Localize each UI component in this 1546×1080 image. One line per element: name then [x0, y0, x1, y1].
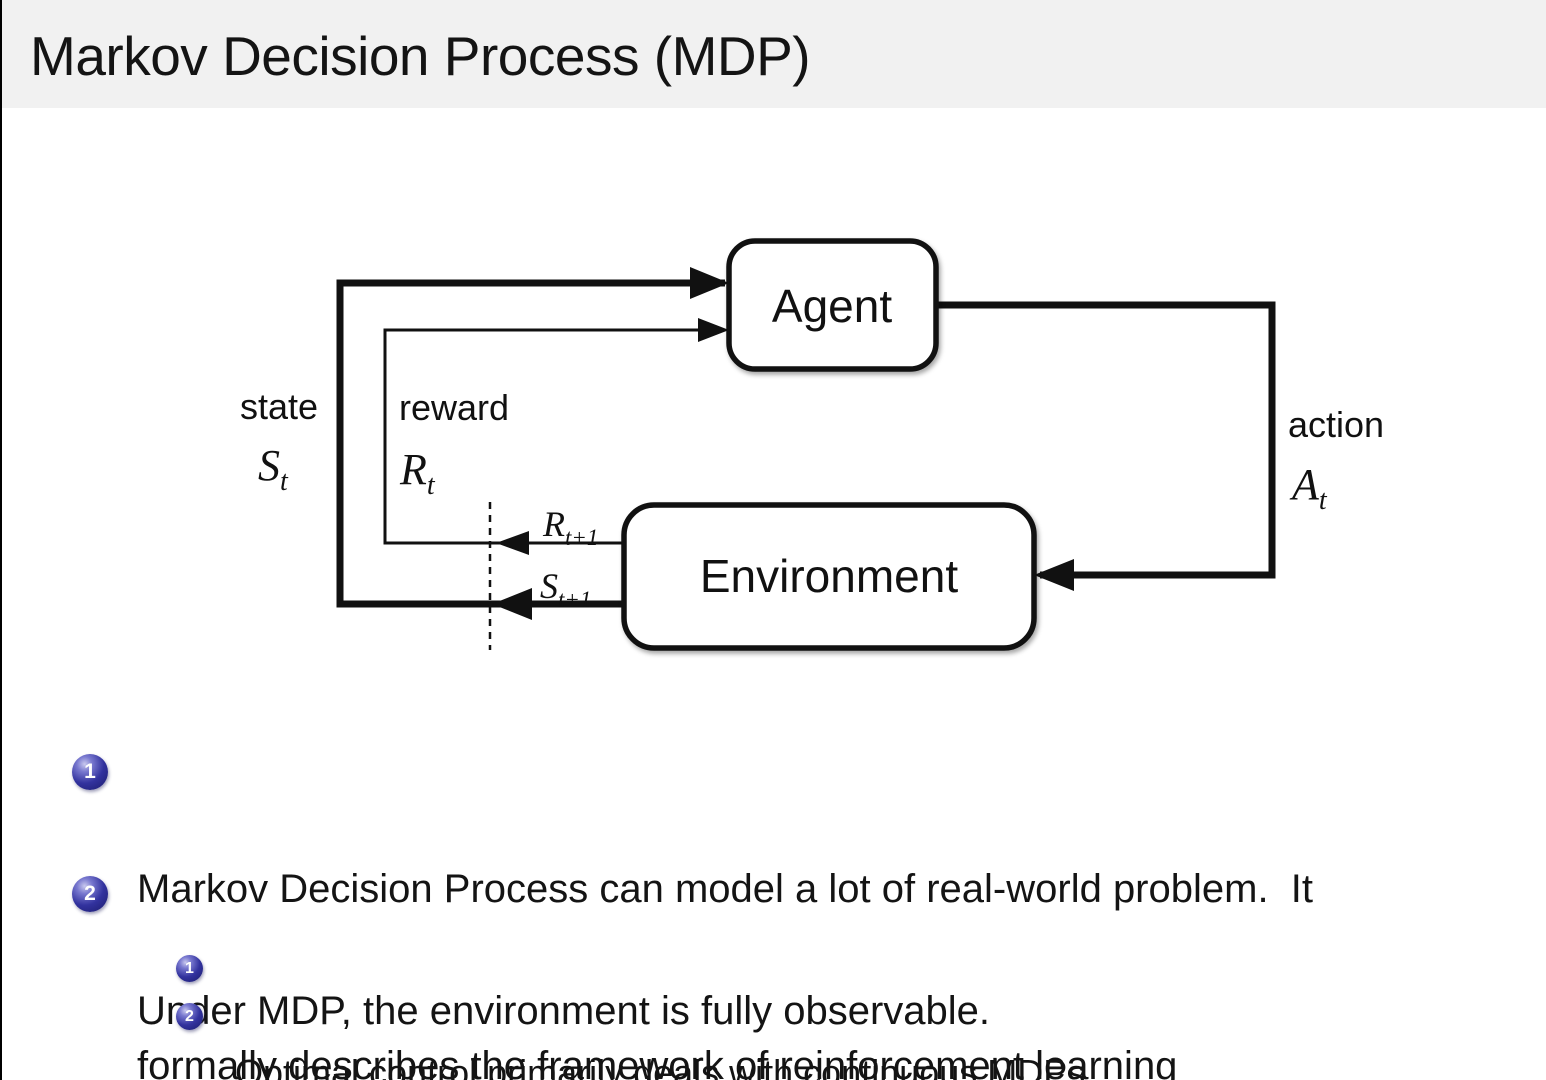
bullet-line: Optimal control primarily deals with con…	[235, 1052, 1086, 1080]
agent-node-label: Agent	[772, 280, 892, 332]
action-symbol: At	[1289, 460, 1328, 516]
title-bar: Markov Decision Process (MDP)	[2, 0, 1546, 108]
reward-next-arrowhead	[496, 531, 529, 555]
environment-node	[621, 502, 1037, 651]
reward-symbol: Rt	[399, 445, 436, 501]
state-next-arrowhead	[492, 588, 532, 620]
state-edge	[336, 279, 725, 608]
environment-node-label: Environment	[700, 550, 958, 602]
state-label: state	[240, 386, 318, 427]
reward-next-symbol: Rt+1	[542, 504, 598, 550]
page-title: Markov Decision Process (MDP)	[30, 25, 811, 87]
reward-to-agent-arrowhead	[698, 318, 729, 342]
bullet-line: Under MDP, the environment is fully obse…	[137, 989, 991, 1033]
state-symbol: St	[258, 441, 289, 497]
agent-node	[726, 238, 939, 372]
mdp-diagram: Agent Environment state St reward Rt Rt+…	[240, 238, 1384, 651]
sub-bullet-item: Optimal control primarily deals with con…	[235, 943, 1535, 1080]
action-edge	[936, 301, 1276, 579]
sub-bullet-number-badge: 1	[176, 955, 203, 982]
action-label: action	[1288, 404, 1384, 445]
state-next-symbol: St+1	[540, 566, 591, 612]
bullet-line: Markov Decision Process can model a lot …	[137, 867, 1314, 911]
bullet-line: formally describes the framework of rein…	[137, 1044, 1178, 1080]
bullet-item: Markov Decision Process can model a lot …	[137, 742, 1532, 1080]
state-to-agent-arrowhead	[690, 267, 729, 299]
sub-bullet-number-badge: 2	[176, 1003, 203, 1030]
bullet-number-badge: 2	[72, 876, 108, 912]
bullet-number-badge: 1	[72, 754, 108, 790]
action-to-environment-arrowhead	[1034, 559, 1074, 591]
reward-label: reward	[399, 387, 509, 428]
sub-bullet-item: Partially observable problems can be con…	[235, 991, 1535, 1080]
bullet-item: Under MDP, the environment is fully obse…	[137, 864, 1532, 1080]
